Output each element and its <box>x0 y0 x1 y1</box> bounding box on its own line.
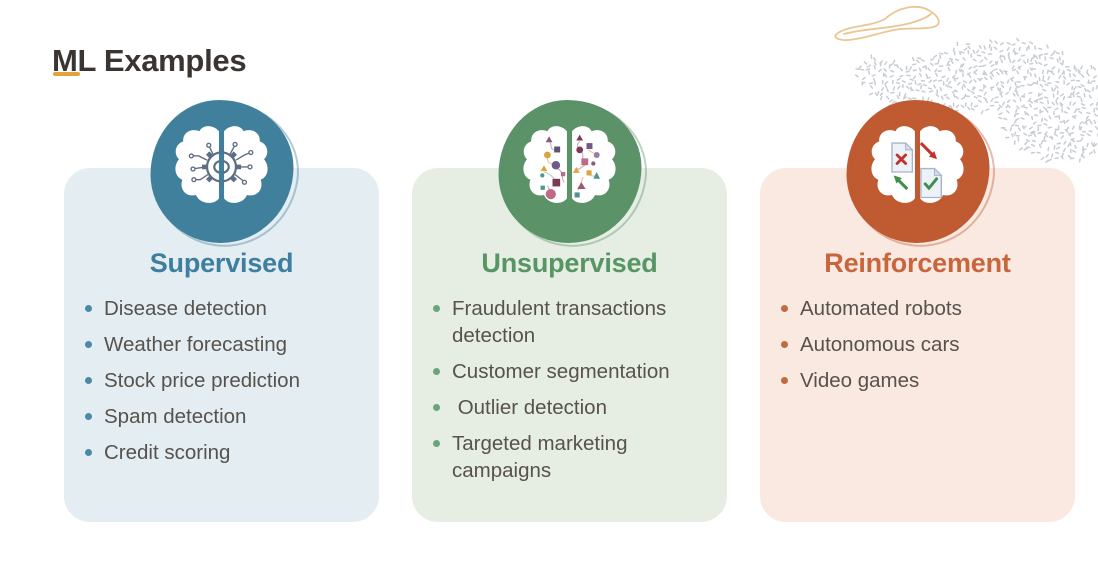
list-item: Credit scoring <box>80 439 365 466</box>
reinforcement-brain-feedback-icon <box>846 100 989 243</box>
list-item: Stock price prediction <box>80 367 365 394</box>
title-underline <box>53 72 80 76</box>
wave-doodle-icon <box>834 5 940 41</box>
wave-doodle-path <box>834 5 940 41</box>
list-item: Outlier detection <box>428 394 713 421</box>
list-item: Targeted marketing campaigns <box>428 430 713 484</box>
list-item: Disease detection <box>80 295 365 322</box>
page-title: ML Examples <box>52 42 247 78</box>
card-list: Disease detection Weather forecasting St… <box>64 295 379 466</box>
unsupervised-brain-clusters-icon <box>498 100 641 243</box>
card-list: Automated robots Autonomous cars Video g… <box>760 295 1075 394</box>
card-list: Fraudulent transactions detection Custom… <box>412 295 727 484</box>
card-supervised: Supervised Disease detection Weather for… <box>64 100 379 522</box>
card-heading: Supervised <box>149 248 294 278</box>
list-item: Customer segmentation <box>428 358 713 385</box>
list-item: Fraudulent transactions detection <box>428 295 713 349</box>
cards-row: Supervised Disease detection Weather for… <box>64 100 1075 522</box>
card-unsupervised: Unsupervised Fraudulent transactions det… <box>412 100 727 522</box>
list-item: Spam detection <box>80 403 365 430</box>
supervised-brain-gear-icon <box>150 100 293 243</box>
card-heading: Reinforcement <box>824 248 1011 278</box>
card-heading: Unsupervised <box>481 248 658 278</box>
list-item: Video games <box>776 367 1061 394</box>
card-reinforcement: Reinforcement Automated robots Autonomou… <box>760 100 1075 522</box>
list-item: Weather forecasting <box>80 331 365 358</box>
list-item: Automated robots <box>776 295 1061 322</box>
list-item: Autonomous cars <box>776 331 1061 358</box>
